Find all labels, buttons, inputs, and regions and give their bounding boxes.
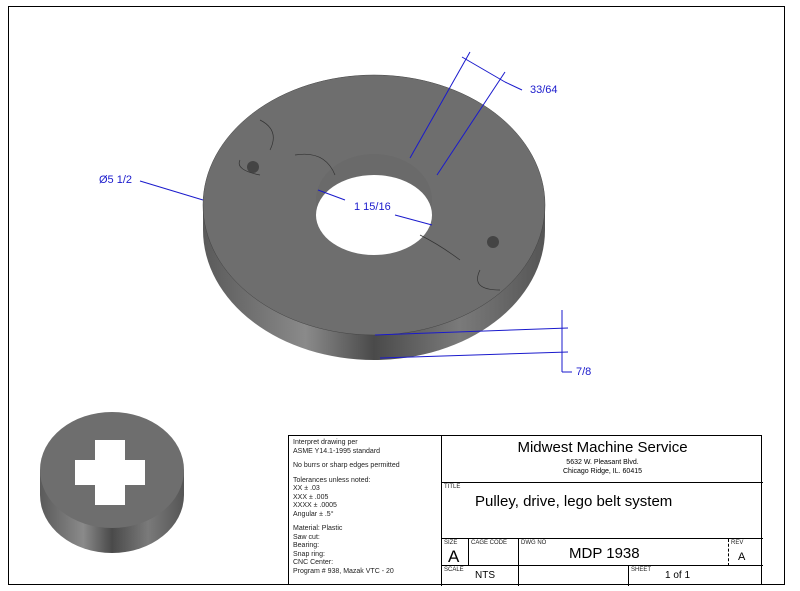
title-cell: TITLE Pulley, drive, lego belt system xyxy=(442,483,763,539)
blank-cell xyxy=(519,566,629,586)
dwg-no-label: DWG NO xyxy=(521,540,547,546)
rev-value: A xyxy=(738,551,746,563)
dwg-no-cell: DWG NO MDP 1938 xyxy=(519,539,728,566)
cage-code-cell: CAGE CODE xyxy=(469,539,519,566)
rev-label: REV xyxy=(731,540,744,546)
sheet-label: SHEET xyxy=(631,567,652,573)
dwg-no-value: MDP 1938 xyxy=(569,545,640,562)
bore-dimension: 1 15/16 xyxy=(354,201,391,213)
scale-value: NTS xyxy=(475,570,495,581)
size-cell: SIZE A xyxy=(442,539,469,566)
note: No burrs or sharp edges permitted xyxy=(293,462,400,469)
size-label: SIZE xyxy=(444,540,458,546)
note: XXXX ± .0005 xyxy=(293,502,337,509)
note: ASME Y14.1-1995 standard xyxy=(293,447,381,455)
note: Bearing: xyxy=(293,542,320,549)
note: Saw cut: xyxy=(293,533,320,541)
sheet-cell: SHEET 1 of 1 xyxy=(629,566,763,586)
general-notes: Interpret drawing per ASME Y14.1-1995 st… xyxy=(289,436,442,586)
pin-hole xyxy=(247,161,259,173)
drawing-title: Pulley, drive, lego belt system xyxy=(475,493,673,510)
note: Angular ± .5° xyxy=(293,510,334,518)
note: Interpret drawing per xyxy=(293,439,358,446)
drawing-border xyxy=(8,6,785,585)
slot-dimension: 33/64 xyxy=(530,84,558,96)
note: XX ± .03 xyxy=(293,485,320,492)
title-block: Interpret drawing per ASME Y14.1-1995 st… xyxy=(288,435,763,586)
rev-cell: REV A xyxy=(728,539,763,566)
dimension-lines xyxy=(139,51,572,373)
small-isometric-view xyxy=(40,412,184,553)
address-line: 5632 W. Pleasant Blvd. xyxy=(566,459,639,466)
scale-label: SCALE xyxy=(444,567,464,573)
note: Material: Plastic xyxy=(293,525,343,532)
title-label: TITLE xyxy=(444,484,461,490)
size-value: A xyxy=(448,547,460,566)
main-isometric-view xyxy=(202,74,546,360)
note: Program # 938, Mazak VTC - 20 xyxy=(293,567,394,575)
scale-cell: SCALE NTS xyxy=(442,566,519,586)
thickness-dimension: 7/8 xyxy=(576,366,592,378)
company-name: Midwest Machine Service xyxy=(517,439,688,456)
note: Snap ring: xyxy=(293,550,325,558)
address-line: Chicago Ridge, IL. 60415 xyxy=(563,468,642,475)
pin-hole xyxy=(487,236,499,248)
note: XXX ± .005 xyxy=(293,493,329,501)
note: CNC Center: xyxy=(293,559,334,566)
note: Tolerances unless noted: xyxy=(293,476,371,484)
sheet-value: 1 of 1 xyxy=(665,570,691,581)
cage-code-label: CAGE CODE xyxy=(471,540,508,546)
diameter-dimension: Ø5 1/2 xyxy=(99,174,133,186)
company-block: Midwest Machine Service 5632 W. Pleasant… xyxy=(442,436,763,483)
